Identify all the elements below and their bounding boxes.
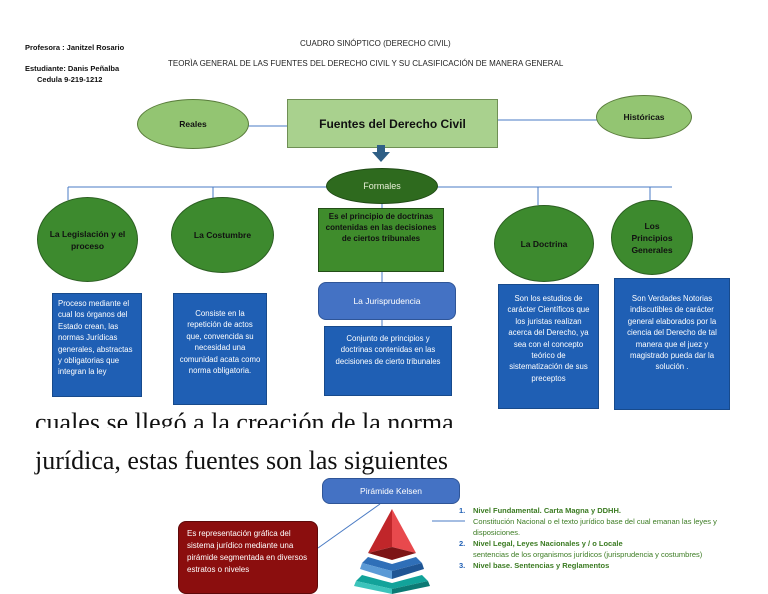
node-jurisprudencia-definition: Es el principio de doctrinas contenidas … — [318, 208, 444, 272]
node-costumbre: La Costumbre — [171, 197, 274, 273]
node-reales: Reales — [137, 99, 249, 149]
kelsen-level-1-num: 1. — [459, 506, 466, 515]
profesora-label: Profesora : Janitzel Rosario — [25, 43, 125, 52]
node-doctrina: La Doctrina — [494, 205, 594, 282]
kelsen-level-1: 1. Nivel Fundamental. Carta Magna y DDHH.… — [459, 505, 749, 538]
kelsen-level-1-desc: Constitución Nacional o el texto jurídic… — [473, 517, 717, 537]
description-kelsen: Es representación gráfica del sistema ju… — [178, 521, 318, 594]
kelsen-level-3-num: 3. — [459, 561, 466, 570]
kelsen-level-1-title: Nivel Fundamental. Carta Magna y DDHH. — [473, 506, 621, 515]
description-jurisprudencia: Conjunto de principios y doctrinas conte… — [324, 326, 452, 396]
overlay-text-line2: jurídica, estas fuentes son las siguient… — [35, 446, 449, 475]
node-principios: Los Principios Generales — [611, 200, 693, 275]
description-legislacion: Proceso mediante el cual los órganos del… — [52, 293, 142, 397]
kelsen-level-2-num: 2. — [459, 539, 466, 548]
description-doctrina: Son los estudios de carácter Científicos… — [498, 284, 599, 409]
kelsen-level-3: 3. Nivel base. Sentencias y Reglamentos — [459, 560, 749, 571]
label-jurisprudencia: La Jurisprudencia — [318, 282, 456, 320]
node-formales: Formales — [326, 168, 438, 204]
kelsen-level-2-title: Nivel Legal, Leyes Nacionales y / o Loca… — [473, 539, 623, 548]
pyramid-icon — [354, 509, 430, 594]
label-piramide-kelsen: Pirámide Kelsen — [322, 478, 460, 504]
description-costumbre: Consiste en la repetición de actos que, … — [173, 293, 267, 405]
node-legislacion: La Legislación y el proceso — [37, 197, 138, 282]
estudiante-label: Estudiante: Danis Peñalba — [25, 64, 120, 73]
diagram-title: CUADRO SINÓPTICO (DERECHO CIVIL) — [300, 39, 451, 48]
kelsen-levels-list: 1. Nivel Fundamental. Carta Magna y DDHH.… — [459, 505, 749, 571]
kelsen-level-2-desc: sentencias de los organismos jurídicos (… — [473, 550, 703, 559]
node-historicas: Históricas — [596, 95, 692, 139]
diagram-subtitle: TEORÌA GENERAL DE LAS FUENTES DEL DERECH… — [168, 59, 564, 68]
overlay-text-line1: cuales se llegó a la creación de la norm… — [35, 408, 454, 428]
cedula-label: Cedula 9-219-1212 — [37, 75, 103, 84]
main-node: Fuentes del Derecho Civil — [287, 99, 498, 148]
arrow-down-icon — [372, 145, 390, 162]
kelsen-level-2: 2. Nivel Legal, Leyes Nacionales y / o Lo… — [459, 538, 749, 560]
kelsen-level-3-title: Nivel base. Sentencias y Reglamentos — [473, 561, 610, 570]
description-principios: Son Verdades Notorias indiscutibles de c… — [614, 278, 730, 410]
